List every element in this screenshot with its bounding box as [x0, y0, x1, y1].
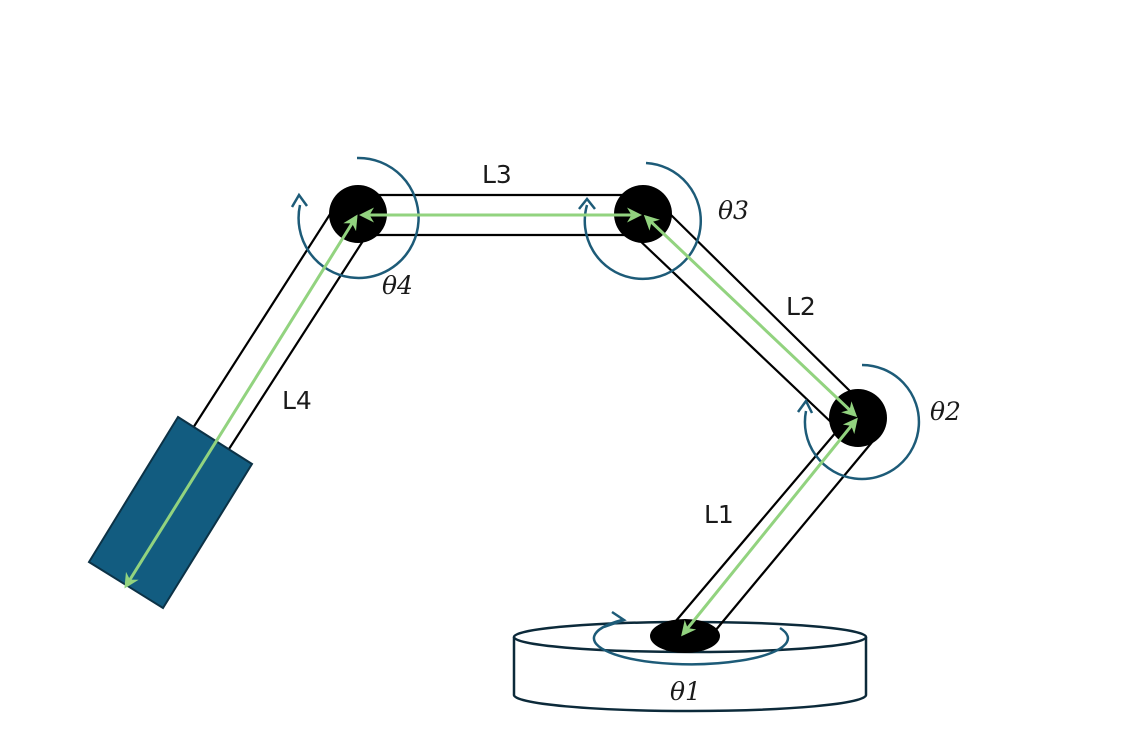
label-theta-1: θ1 [670, 677, 701, 706]
label-l2: L2 [786, 292, 816, 321]
link-l1-bar [674, 430, 874, 632]
label-theta-4: θ4 [382, 271, 413, 300]
label-l4: L4 [282, 386, 312, 415]
link-l2-bar [635, 211, 857, 425]
label-theta-2: θ2 [930, 397, 961, 426]
rotation-arrow-joint-1 [592, 610, 790, 666]
base-cylinder-body [512, 637, 868, 713]
length-arrow-l1 [681, 417, 858, 637]
link-l3-bar [360, 193, 642, 237]
label-theta-3: θ3 [718, 196, 749, 225]
label-l1: L1 [704, 500, 734, 529]
joint-1 [650, 619, 720, 653]
length-arrow-l4 [124, 214, 358, 589]
length-arrow-l2 [643, 214, 858, 418]
label-l3: L3 [482, 160, 512, 189]
